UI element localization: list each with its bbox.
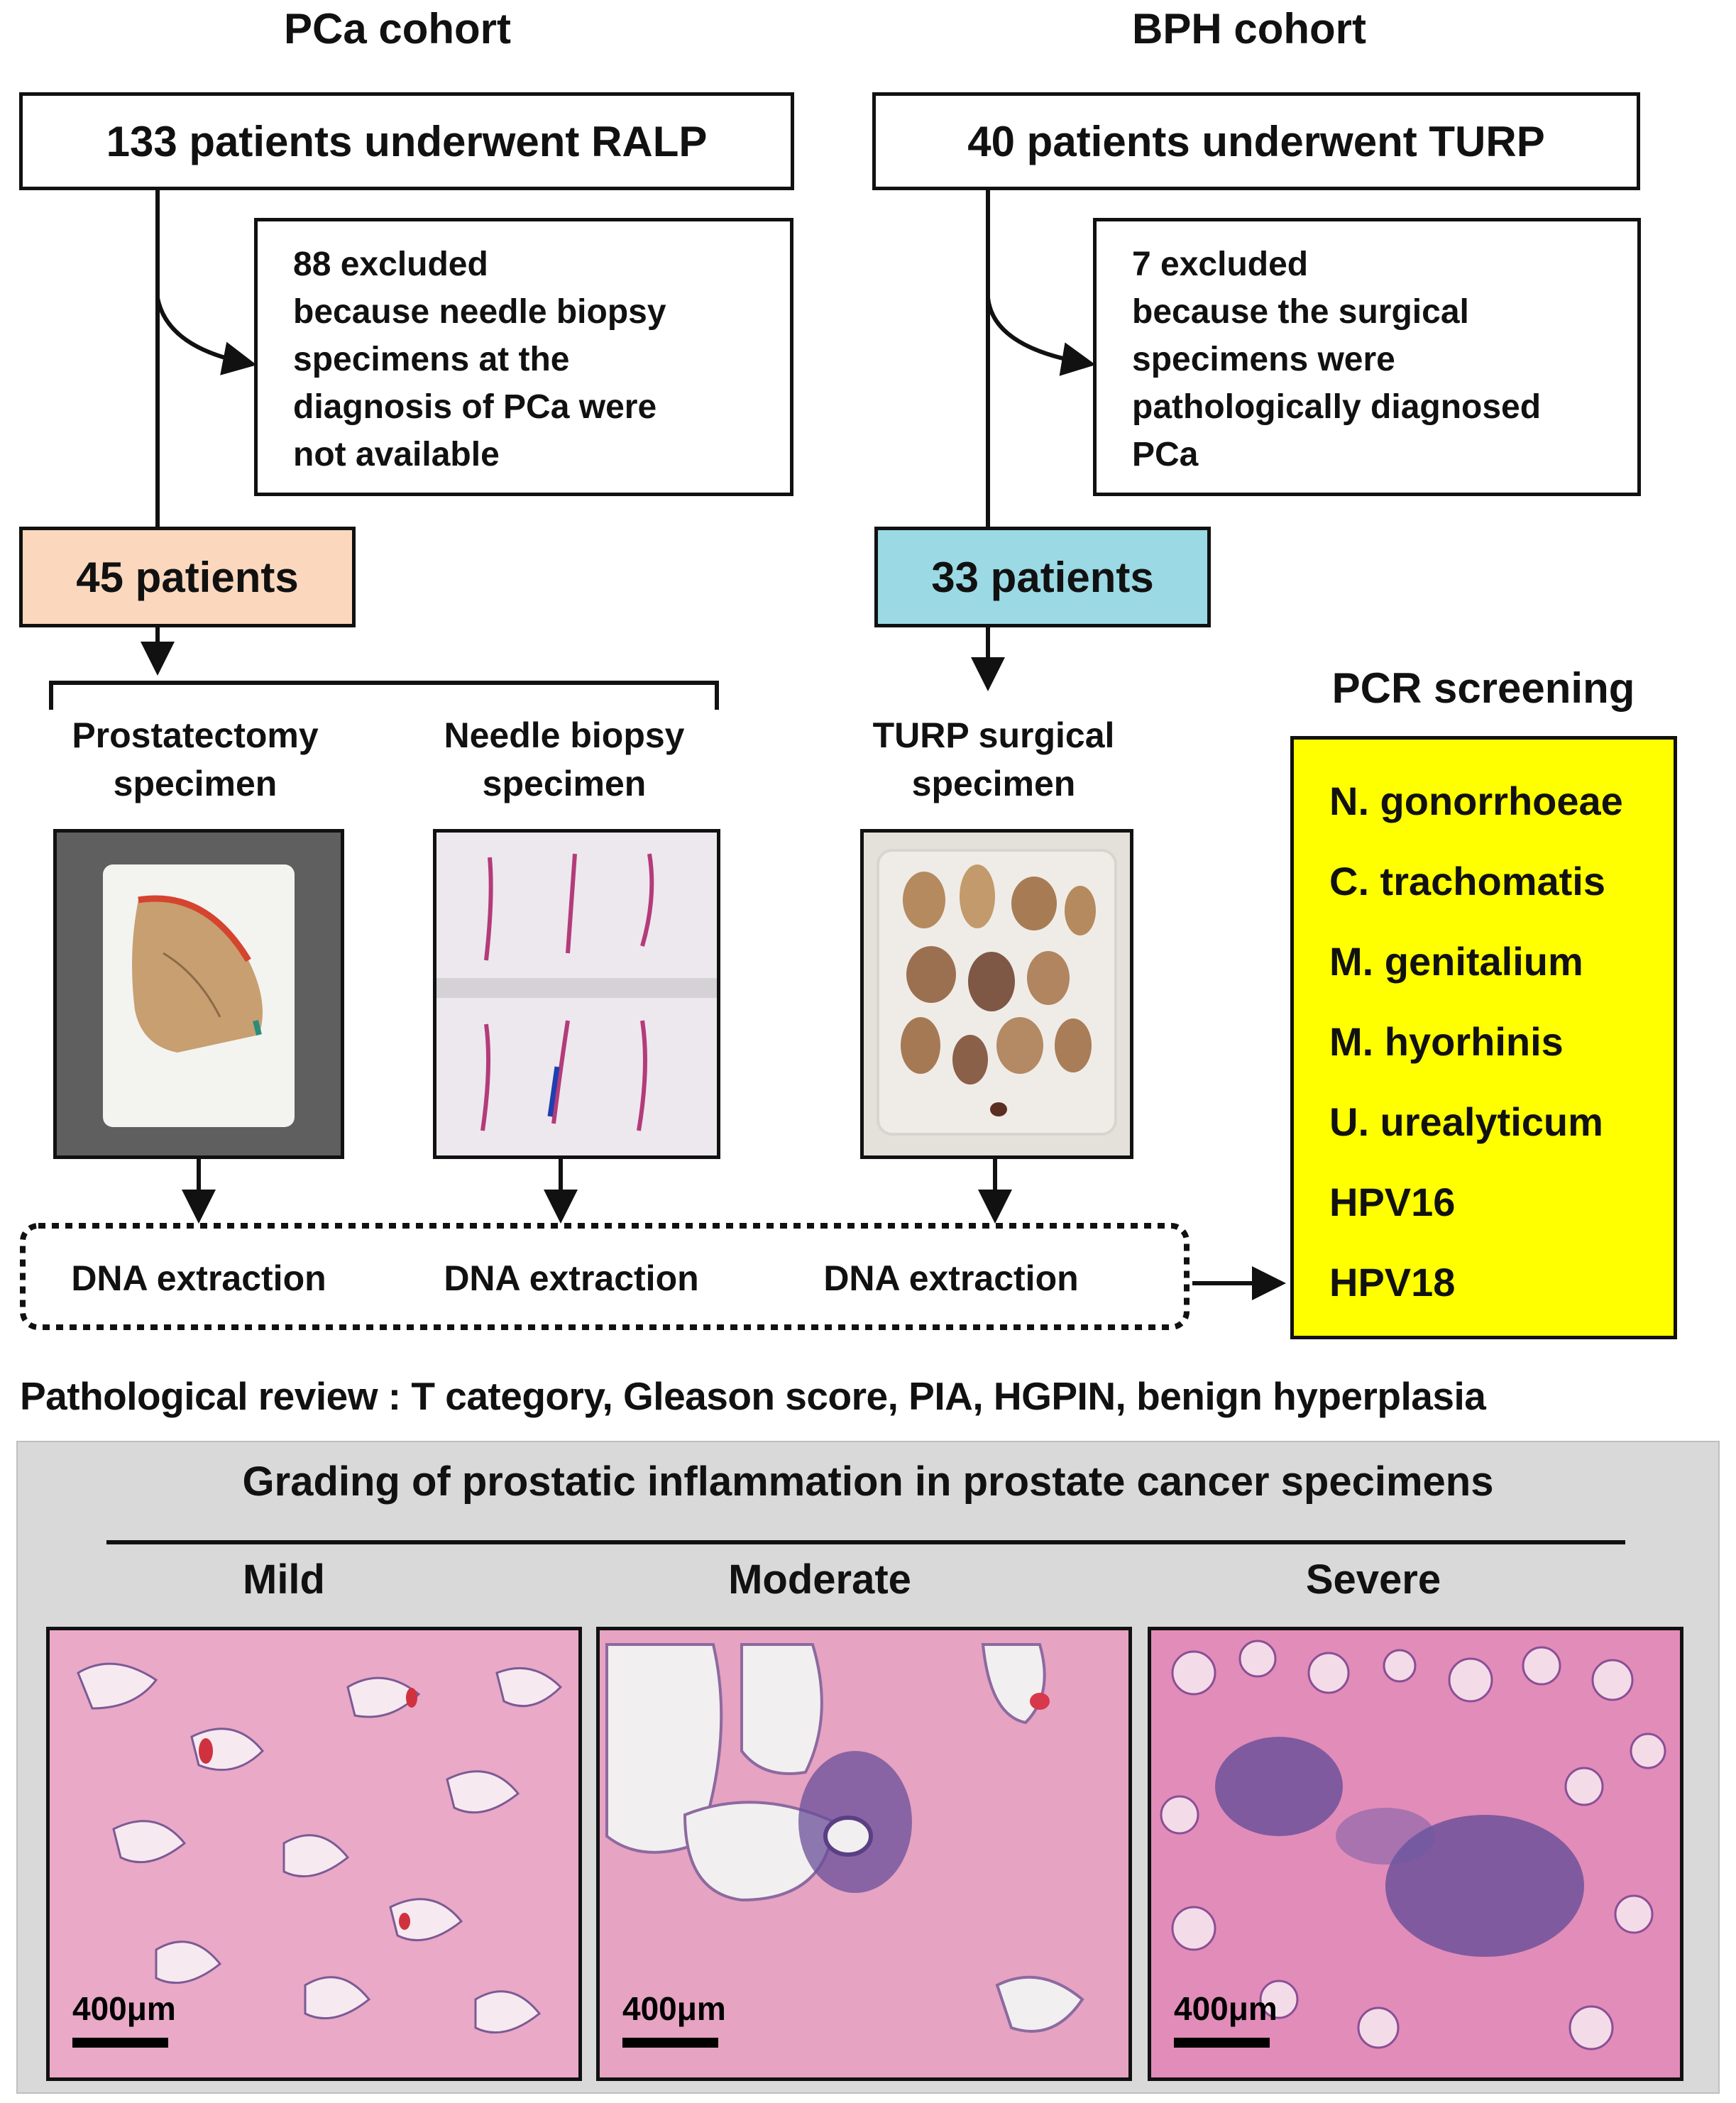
dna-extraction-box <box>20 1223 1190 1330</box>
pcr-pathogen-item: N. gonorrhoeae <box>1329 779 1623 823</box>
pca-excluded-line: not available <box>293 436 500 473</box>
pca-cohort-title: PCa cohort <box>283 5 512 53</box>
scale-bar <box>1174 2038 1270 2048</box>
bph-result-box: 33 patients <box>874 527 1211 627</box>
pcr-screening-box: N. gonorrhoeae C. trachomatis M. genital… <box>1290 736 1677 1339</box>
grading-panel: Grading of prostatic inflammation in pro… <box>16 1441 1720 2094</box>
grade-label-mild: Mild <box>243 1556 325 1603</box>
pcr-pathogen-item: M. hyorhinis <box>1329 1019 1564 1064</box>
pcr-pathogen-item: M. genitalium <box>1329 939 1583 984</box>
dna-extraction-label: DNA extraction <box>71 1258 326 1298</box>
pca-excluded-line: because needle biopsy <box>293 293 666 331</box>
pca-result-text: 45 patients <box>76 553 299 601</box>
bph-cohort-title: BPH cohort <box>1132 5 1366 53</box>
turp-photo <box>860 829 1133 1159</box>
pca-excluded-line: specimens at the <box>293 341 570 378</box>
bph-excluded-line: 7 excluded <box>1132 246 1309 283</box>
bph-start-box: 40 patients underwent TURP <box>872 92 1640 190</box>
pcr-pathogen-item: C. trachomatis <box>1329 859 1605 904</box>
pcr-pathogen-item: U. urealyticum <box>1329 1099 1603 1144</box>
pcr-screening-title: PCR screening <box>1331 664 1635 712</box>
pcr-pathogen-item: HPV18 <box>1329 1260 1456 1305</box>
pca-start-box: 133 patients underwent RALP <box>19 92 794 190</box>
pca-start-text: 133 patients underwent RALP <box>106 117 708 165</box>
histology-moderate-image: 400μm <box>596 1627 1132 2081</box>
pca-excluded-box: 88 excluded because needle biopsy specim… <box>254 218 793 496</box>
scale-label: 400μm <box>622 1990 726 2027</box>
prostatectomy-photo <box>53 829 344 1159</box>
grade-label-moderate: Moderate <box>728 1556 911 1603</box>
bph-start-text: 40 patients underwent TURP <box>967 117 1545 165</box>
histology-severe-image: 400μm <box>1148 1627 1683 2081</box>
scale-bar <box>622 2038 718 2048</box>
pca-result-box: 45 patients <box>19 527 356 627</box>
grading-divider <box>106 1540 1625 1544</box>
needle-biopsy-photo <box>433 829 720 1159</box>
pcr-pathogen-item: HPV16 <box>1329 1180 1456 1224</box>
bph-excluded-line: because the surgical <box>1132 293 1469 331</box>
histology-mild-image: 400μm <box>46 1627 582 2081</box>
bph-excluded-line: specimens were <box>1132 341 1395 378</box>
grade-label-severe: Severe <box>1305 1556 1441 1603</box>
grading-title: Grading of prostatic inflammation in pro… <box>242 1459 1494 1505</box>
pathological-review-text: Pathological review : T category, Gleaso… <box>20 1374 1486 1418</box>
bph-exclusion-arrow <box>986 297 1096 376</box>
scale-label: 400μm <box>1174 1990 1278 2027</box>
pca-excluded-line: 88 excluded <box>293 246 488 283</box>
pca-exclusion-arrow <box>155 297 257 375</box>
bph-excluded-line: pathologically diagnosed <box>1132 388 1542 426</box>
bph-excluded-line: PCa <box>1132 436 1199 473</box>
dna-extraction-label: DNA extraction <box>444 1258 699 1298</box>
scale-bar <box>72 2038 168 2048</box>
specimen-bracket <box>49 681 719 710</box>
bph-excluded-box: 7 excluded because the surgical specimen… <box>1093 218 1641 496</box>
scale-label: 400μm <box>72 1990 176 2027</box>
dna-extraction-label: DNA extraction <box>823 1258 1079 1298</box>
pca-excluded-line: diagnosis of PCa were <box>293 388 657 426</box>
bph-result-text: 33 patients <box>931 553 1154 601</box>
